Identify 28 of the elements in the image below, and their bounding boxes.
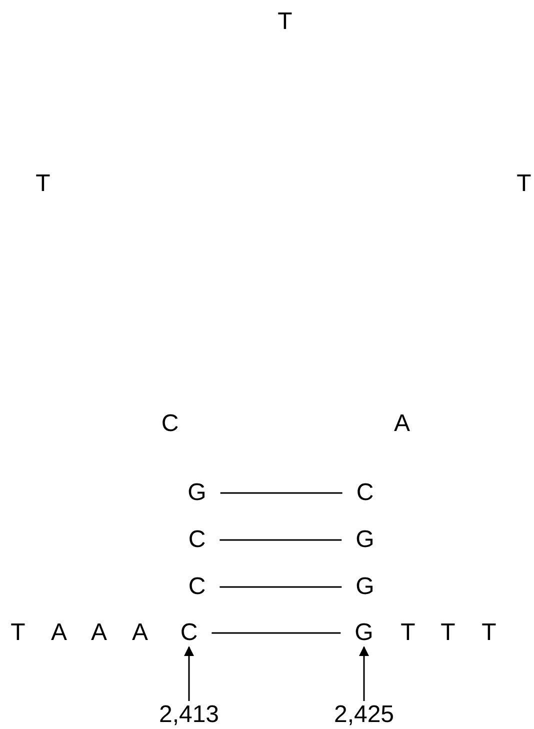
arrow bbox=[184, 646, 194, 701]
base-letter: T bbox=[400, 621, 416, 645]
base-letter: G bbox=[354, 621, 374, 645]
base-letter: C bbox=[356, 481, 374, 505]
position-number: 2,413 bbox=[158, 703, 220, 727]
base-letter: T bbox=[482, 621, 496, 645]
position-number: 2,425 bbox=[334, 703, 394, 727]
base-letter: T bbox=[440, 621, 456, 645]
base-letter: G bbox=[188, 481, 206, 505]
base-letter: A bbox=[51, 621, 67, 645]
base-letter: C bbox=[180, 621, 198, 645]
base-letter: T bbox=[516, 172, 532, 196]
base-letter: A bbox=[394, 412, 410, 436]
base-letter: C bbox=[161, 412, 179, 436]
base-letter: A bbox=[132, 621, 148, 645]
base-pair-line bbox=[212, 632, 341, 634]
base-letter: G bbox=[356, 528, 374, 552]
base-letter: C bbox=[188, 575, 206, 599]
base-letter: T bbox=[36, 172, 50, 196]
base-letter: T bbox=[10, 621, 26, 645]
base-pair-line bbox=[220, 539, 342, 541]
base-letter: G bbox=[356, 575, 374, 599]
base-letter: T bbox=[278, 10, 292, 34]
base-pair-line bbox=[220, 492, 342, 494]
base-letter: A bbox=[91, 621, 107, 645]
base-pair-line bbox=[220, 586, 342, 588]
base-letter: C bbox=[188, 528, 206, 552]
arrow bbox=[359, 646, 369, 701]
